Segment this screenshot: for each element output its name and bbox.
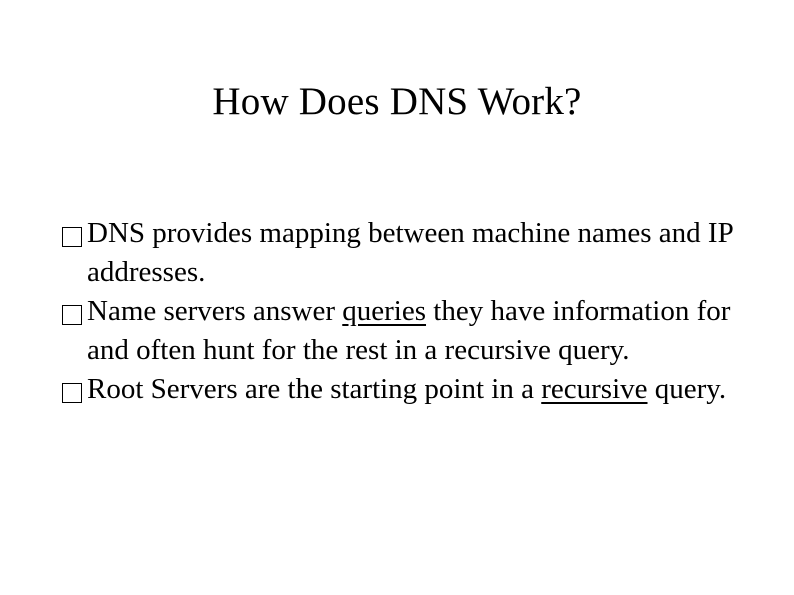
bullet-text: query. xyxy=(647,373,727,405)
slide-title: How Does DNS Work? xyxy=(212,80,582,123)
bullet-item: Name servers answer queries they have in… xyxy=(58,292,758,370)
bullet-text: Root Servers are the starting point in a xyxy=(87,373,542,405)
bullet-text: they have information for and often hunt… xyxy=(87,295,731,366)
bullet-text: Name servers answer xyxy=(87,295,343,327)
bullet-list: DNS provides mapping between machine nam… xyxy=(58,214,758,409)
bullet-text: DNS provides mapping between machine nam… xyxy=(87,217,733,288)
square-bullet-icon xyxy=(62,305,82,325)
square-bullet-icon xyxy=(62,227,82,247)
square-bullet-icon xyxy=(62,383,82,403)
bullet-item: DNS provides mapping between machine nam… xyxy=(58,214,758,292)
underlined-term: queries xyxy=(342,295,427,327)
bullet-item: Root Servers are the starting point in a… xyxy=(58,370,758,409)
underlined-term: recursive xyxy=(541,373,648,405)
